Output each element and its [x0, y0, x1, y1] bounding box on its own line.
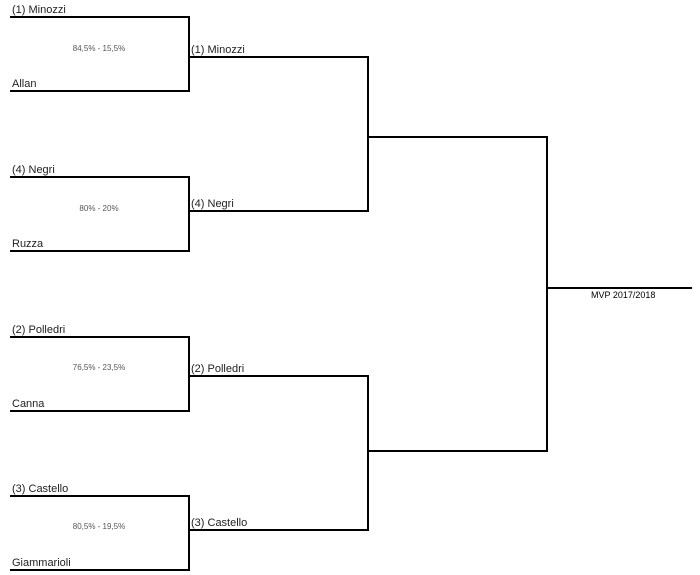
- semifinal-1-top-player: (1) Minozzi: [191, 44, 245, 56]
- match-2-lines: [10, 176, 190, 252]
- semifinal-2-bottom-player: (3) Castello: [191, 517, 248, 529]
- match-4-lines: [10, 495, 190, 571]
- match-2-bottom-player: Ruzza: [12, 238, 44, 250]
- semifinal-2-top-player: (2) Polledri: [191, 363, 245, 375]
- match-4-bottom-player: Giammarioli: [12, 557, 71, 569]
- match-3-top-player: (2) Polledri: [12, 324, 66, 336]
- mvp-title: MVP 2017/2018: [591, 290, 656, 300]
- final-lines: [368, 136, 548, 452]
- semifinal-1-bottom-player: (4) Negri: [191, 198, 234, 210]
- match-1-score: 84,5% - 15,5%: [72, 44, 126, 53]
- match-1-lines: [10, 16, 190, 92]
- match-1-top-player: (1) Minozzi: [12, 4, 66, 16]
- semifinal-2-lines: [189, 375, 369, 531]
- match-2-score: 80% - 20%: [79, 204, 119, 213]
- match-4-top-player: (3) Castello: [12, 483, 69, 495]
- match-3-lines: [10, 336, 190, 412]
- match-3-score: 76,5% - 23,5%: [72, 363, 126, 372]
- match-1-bottom-player: Allan: [12, 78, 37, 90]
- semifinal-1-lines: [189, 56, 369, 212]
- match-2-top-player: (4) Negri: [12, 164, 55, 176]
- match-4-score: 80,5% - 19,5%: [72, 522, 126, 531]
- match-3-bottom-player: Canna: [12, 398, 45, 410]
